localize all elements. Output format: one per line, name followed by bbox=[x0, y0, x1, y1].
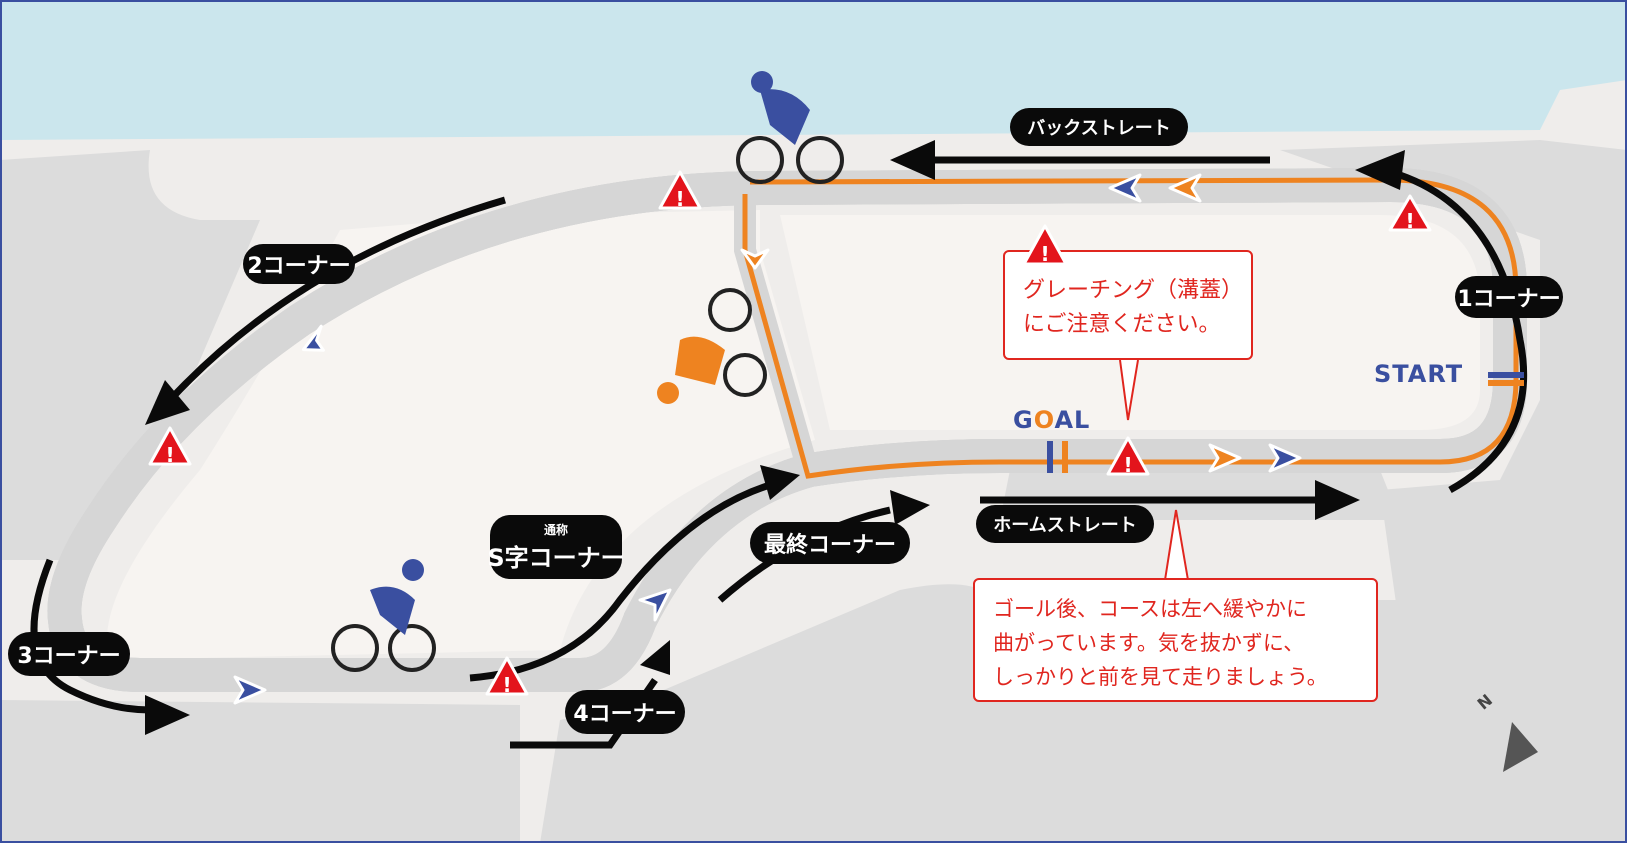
warning-mark: ! bbox=[1040, 242, 1049, 266]
start-line bbox=[1488, 372, 1524, 386]
goal-al: AL bbox=[1054, 406, 1091, 434]
start-label: START bbox=[1374, 360, 1464, 388]
warning-icon bbox=[148, 170, 1432, 696]
label-s-corner: 通称 S字コーナー bbox=[487, 515, 625, 579]
goal-line bbox=[1047, 441, 1068, 473]
svg-text:!: ! bbox=[165, 443, 174, 467]
direction-arrow-icon bbox=[233, 173, 1302, 705]
land-block bbox=[106, 210, 815, 660]
svg-text:!: ! bbox=[1405, 209, 1414, 233]
callout-line: にご注意ください。 bbox=[1023, 312, 1221, 337]
after-goal-callout: ゴール後、コースは左へ緩やかに 曲がっています。気を抜かずに、 しっかりと前を見… bbox=[973, 578, 1378, 702]
callout-line: ゴール後、コースは左へ緩やかに bbox=[993, 597, 1307, 621]
label-final-corner: 最終コーナー bbox=[750, 522, 910, 564]
callout-line: しっかりと前を見て走りましょう。 bbox=[993, 665, 1328, 689]
arrowheads bbox=[145, 140, 1405, 735]
course-orange-line bbox=[742, 177, 1519, 479]
grating-warning-callout: グレーチング（溝蓋） にご注意ください。 bbox=[1003, 250, 1253, 360]
svg-text:!: ! bbox=[1123, 453, 1132, 477]
svg-text:!: ! bbox=[675, 187, 684, 211]
label-corner-4: 4コーナー bbox=[565, 690, 685, 734]
north-arrow-icon[interactable] bbox=[1503, 722, 1538, 772]
svg-text:!: ! bbox=[502, 673, 511, 697]
cyclist-body bbox=[370, 71, 810, 635]
s-corner-name: S字コーナー bbox=[487, 544, 625, 572]
goal-o: O bbox=[1033, 406, 1055, 434]
sea bbox=[0, 0, 1627, 140]
goal-g: G bbox=[1013, 406, 1034, 434]
label-corner-3: 3コーナー bbox=[8, 632, 130, 676]
label-corner-2: 2コーナー bbox=[243, 244, 355, 284]
grating-warning-icon: ! bbox=[1022, 224, 1068, 266]
callout-line: 曲がっています。気を抜かずに、 bbox=[993, 631, 1305, 655]
cyclist-icon bbox=[331, 136, 844, 672]
warning-marks: !! !!! bbox=[165, 187, 1414, 697]
label-home-straight: ホームストレート bbox=[976, 505, 1154, 543]
label-back-straight: バックストレート bbox=[1010, 108, 1188, 146]
label-corner-1: 1コーナー bbox=[1455, 276, 1563, 318]
callout-line: グレーチング（溝蓋） bbox=[1023, 278, 1244, 303]
s-corner-nickname: 通称 bbox=[543, 523, 568, 537]
goal-label: GOAL bbox=[1013, 406, 1090, 434]
